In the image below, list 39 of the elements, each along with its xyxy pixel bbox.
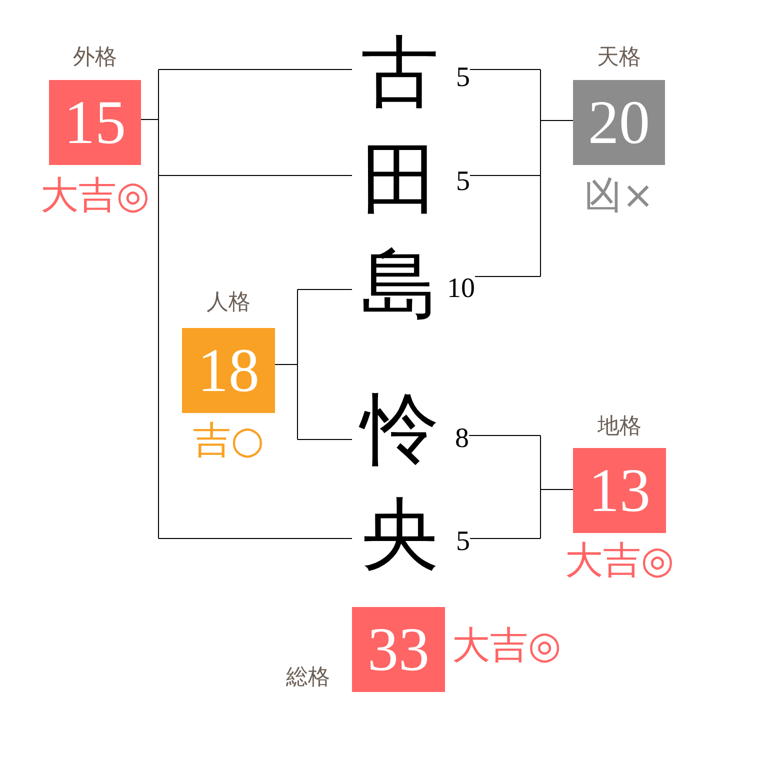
fortune-label: 大吉◎ bbox=[452, 626, 562, 664]
connector-line bbox=[470, 538, 541, 539]
stroke-count: 5 bbox=[456, 528, 470, 556]
stroke-count: 10 bbox=[447, 275, 475, 303]
category-label: 総格 bbox=[286, 666, 330, 689]
stroke-count: 8 bbox=[455, 425, 469, 453]
score-box: 13 bbox=[573, 448, 666, 533]
connector-line bbox=[474, 276, 541, 277]
score-box: 33 bbox=[352, 607, 445, 692]
category-label: 天格 bbox=[597, 46, 641, 69]
kanji-character: 怜 bbox=[361, 391, 439, 469]
category-label: 地格 bbox=[598, 415, 642, 438]
score-box: 18 bbox=[182, 328, 275, 413]
connector-line bbox=[297, 439, 352, 440]
category-label: 人格 bbox=[206, 291, 250, 314]
kanji-character: 央 bbox=[361, 496, 439, 574]
fortune-label: 大吉◎ bbox=[564, 541, 674, 579]
fortune-label: 大吉◎ bbox=[40, 176, 150, 214]
connector-line bbox=[470, 69, 541, 70]
score-box: 15 bbox=[49, 80, 141, 165]
kanji-character: 島 bbox=[361, 246, 439, 324]
connector-line bbox=[158, 175, 352, 176]
connector-line bbox=[140, 69, 159, 539]
fortune-label: 吉○ bbox=[192, 421, 264, 459]
fortune-label: 凶× bbox=[584, 176, 654, 214]
connector-line bbox=[274, 289, 298, 440]
connector-line bbox=[297, 289, 352, 290]
connector-line bbox=[158, 69, 352, 70]
category-label: 外格 bbox=[73, 46, 117, 69]
connector-line bbox=[540, 69, 574, 277]
connector-line bbox=[468, 435, 541, 436]
connector-line bbox=[158, 538, 352, 539]
stroke-count: 5 bbox=[456, 168, 470, 196]
score-box: 20 bbox=[573, 80, 665, 165]
kanji-character: 田 bbox=[361, 141, 439, 219]
connector-line bbox=[470, 175, 541, 176]
stroke-count: 5 bbox=[456, 64, 470, 92]
connector-line bbox=[540, 435, 574, 539]
kanji-character: 古 bbox=[361, 34, 439, 112]
